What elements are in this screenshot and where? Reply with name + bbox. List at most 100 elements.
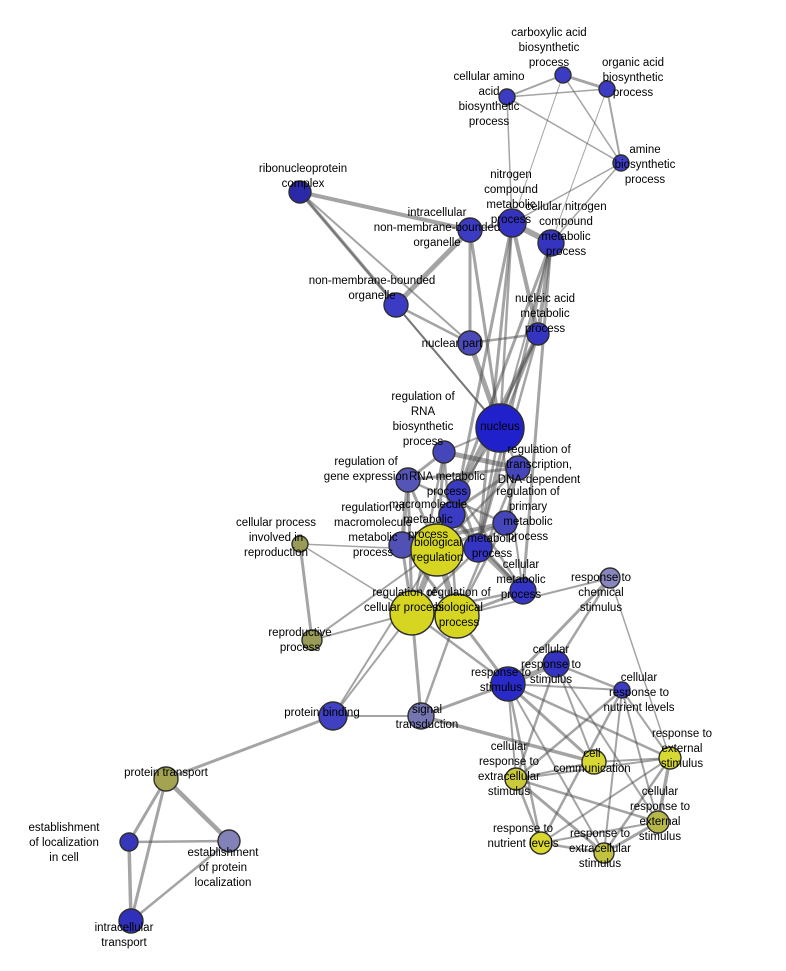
node-carbox[interactable] (554, 66, 572, 84)
node-respext[interactable] (658, 746, 682, 770)
edge-crespstim--crespexter (555, 663, 659, 823)
node-amine[interactable] (612, 154, 630, 172)
edge-nitro--metproc (476, 221, 514, 550)
edge-nucleus--cellmet (499, 427, 524, 592)
edge-crespstim--respchem (554, 576, 612, 666)
edge-cellcomm--crespextra (515, 761, 595, 780)
edge-prottrans--intratrans (129, 777, 168, 923)
node-prottrans[interactable] (153, 766, 179, 792)
node-crespextra[interactable] (504, 767, 528, 791)
node-ribo[interactable] (288, 180, 312, 204)
edge-respstim--respchem (506, 576, 612, 686)
node-inmbo[interactable] (457, 217, 483, 243)
edge-regtrans--reggene (406, 466, 520, 482)
edge-respstim--cellcomm (506, 682, 596, 764)
node-respchem[interactable] (599, 567, 621, 589)
node-cam[interactable] (498, 88, 516, 106)
edge-inmbo--nmbo (393, 227, 473, 308)
edge-prottrans--protbind (164, 714, 335, 781)
node-regbio[interactable] (434, 593, 480, 639)
node-label-nucpart: nuclear part (422, 338, 484, 350)
edge-cam--nitro (506, 96, 513, 224)
node-regrna[interactable] (432, 440, 456, 464)
edge-organic--amine (606, 88, 622, 164)
edge-carbox--nitro (511, 74, 564, 224)
edge-crespextra--crespexter (514, 777, 660, 824)
edge-estprot--intratrans (129, 839, 231, 923)
node-nitro[interactable] (497, 208, 527, 238)
edge-bioreg--protbind (332, 549, 438, 717)
node-nucleus[interactable] (475, 403, 525, 453)
edge-crespstim--cellcomm (555, 663, 595, 763)
node-label-protbind: protein binding (284, 707, 359, 719)
node-repro[interactable] (301, 629, 323, 651)
node-estloc[interactable] (119, 832, 139, 852)
edge-respnutr--crespexter (540, 821, 659, 844)
edge-crespnutr--crespexter (621, 689, 659, 823)
node-respstim[interactable] (490, 666, 526, 702)
node-estprot[interactable] (217, 829, 241, 853)
edge-respext--respextra (602, 756, 672, 855)
node-crespstim[interactable] (542, 650, 570, 678)
node-intratrans[interactable] (118, 908, 144, 934)
node-cellcomm[interactable] (581, 749, 607, 775)
node-bioreg[interactable] (410, 523, 464, 577)
node-cellmet[interactable] (509, 577, 537, 605)
edge-crespnutr--respextra (603, 689, 623, 854)
node-respextra[interactable] (593, 842, 615, 864)
node-crespnutr[interactable] (613, 681, 631, 699)
node-regcell[interactable] (389, 590, 435, 636)
node-nucpart[interactable] (457, 330, 483, 356)
edge-prottrans--estprot (163, 776, 232, 844)
edge-crespnutr--respnutr (539, 688, 624, 845)
node-regtrans[interactable] (505, 455, 531, 481)
edge-crespnutr--respext (621, 689, 671, 759)
node-cnitro[interactable] (537, 229, 565, 257)
node-sigtrans[interactable] (407, 702, 435, 730)
edge-organic--cnitro (550, 88, 608, 244)
edge-respchem--respext (609, 577, 671, 759)
node-crespexter[interactable] (646, 810, 670, 834)
node-respnutr[interactable] (529, 831, 553, 855)
node-organic[interactable] (598, 80, 616, 98)
edge-amine--cnitro (550, 162, 622, 244)
edge-nitro--rnamet (456, 221, 514, 494)
node-regprim[interactable] (492, 510, 518, 536)
node-nmbo[interactable] (383, 292, 409, 318)
nodes-layer (118, 66, 682, 934)
node-nucacid[interactable] (526, 322, 550, 346)
edge-nitro--nucleus (498, 221, 514, 430)
edge-cprepro--repro (298, 542, 314, 642)
node-protbind[interactable] (318, 701, 348, 731)
node-reggene[interactable] (395, 467, 421, 493)
node-metproc[interactable] (463, 533, 493, 563)
node-cprepro[interactable] (291, 535, 309, 553)
